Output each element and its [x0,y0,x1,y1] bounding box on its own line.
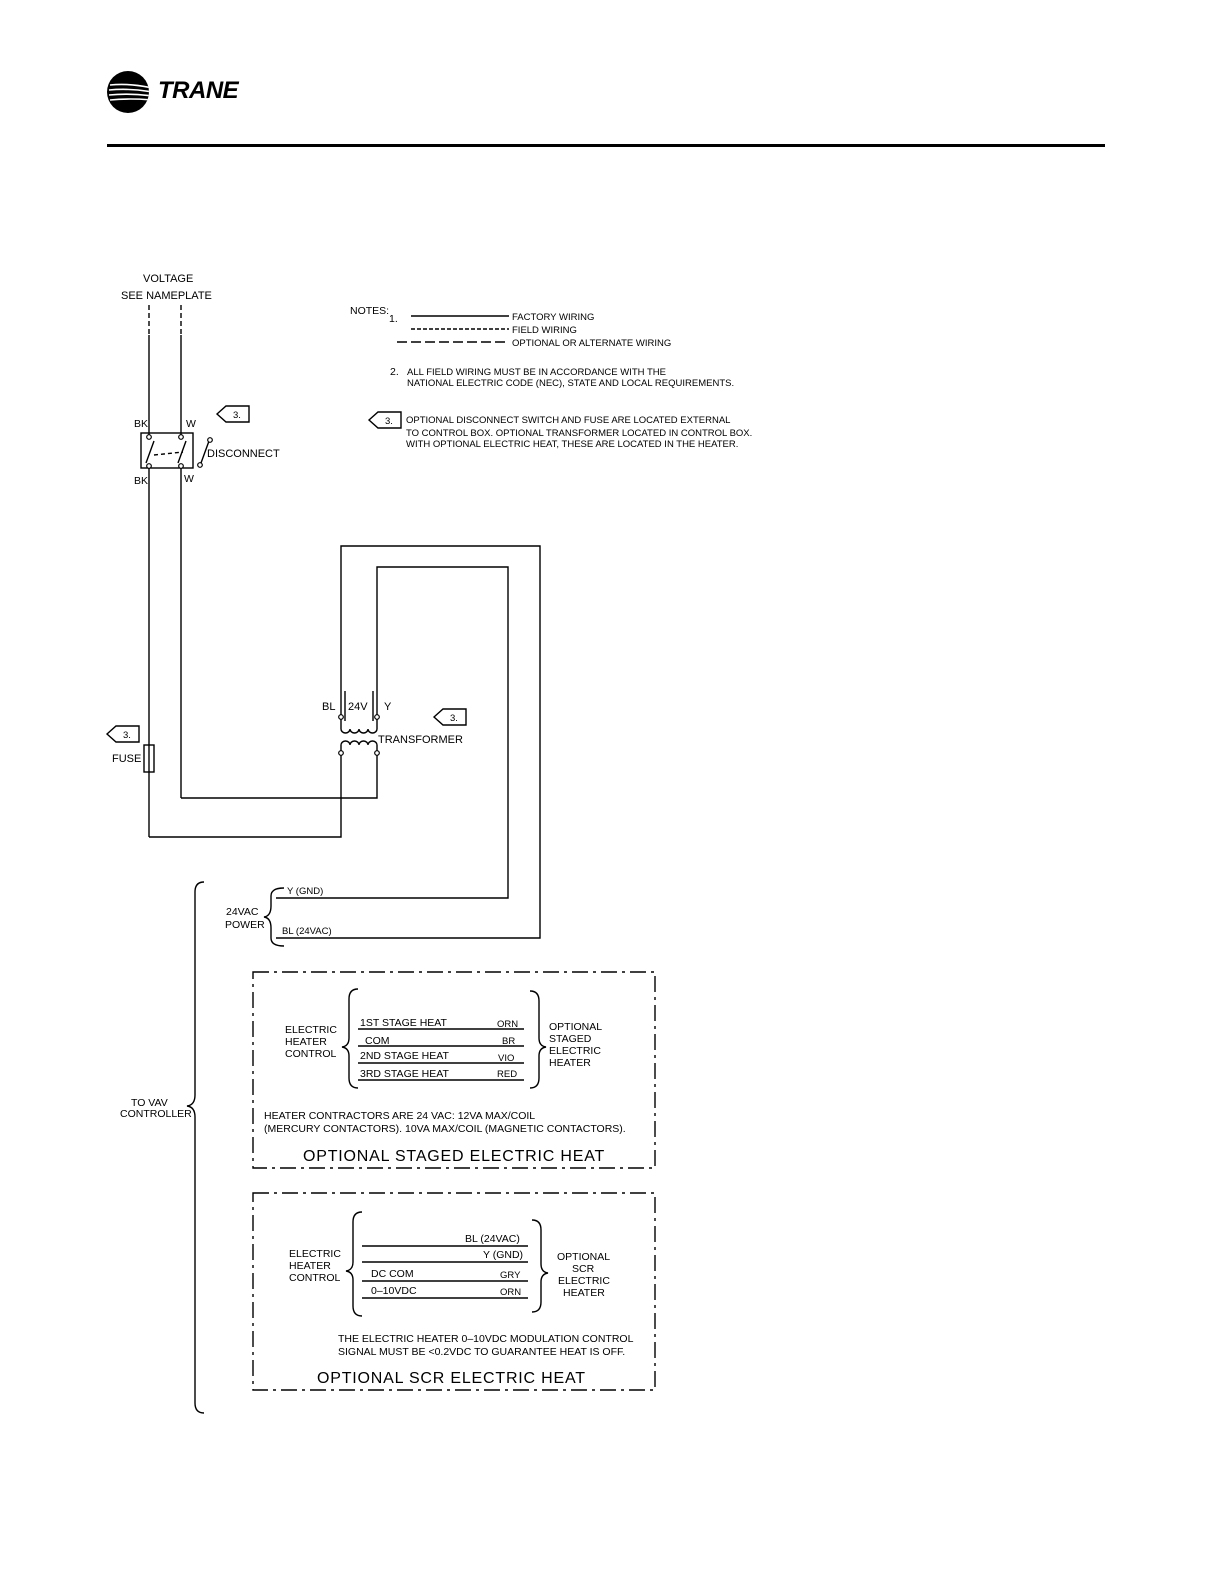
staged-row-code: BR [502,1036,515,1047]
note-tag-icon [105,725,140,743]
disconnect-w-bottom: W [184,473,194,485]
staged-right-1: OPTIONAL [549,1021,602,1033]
scr-heat-box [252,1192,656,1391]
disconnect-label: DISCONNECT [207,448,280,460]
scr-left-3: CONTROL [289,1272,340,1284]
wire-bl-24vac [276,545,541,939]
notes-heading: NOTES: [350,305,389,317]
scr-row-code: ORN [500,1287,521,1298]
staged-note-1: HEATER CONTRACTORS ARE 24 VAC: 12VA MAX/… [264,1110,535,1122]
scr-right-4: HEATER [563,1287,605,1299]
scr-row-label: 0–10VDC [371,1285,417,1297]
power-wire-y: Y (GND) [287,886,323,897]
scr-left-2: HEATER [289,1260,331,1272]
supply-label-1: VOLTAGE [143,273,193,285]
note-tag-label: 3. [233,410,241,421]
staged-row-code: VIO [498,1053,514,1064]
scr-right-1: OPTIONAL [557,1251,610,1263]
transformer-bl: BL [322,701,335,713]
page-header: TRANE [0,0,1224,160]
scr-note-2: SIGNAL MUST BE <0.2VDC TO GUARANTEE HEAT… [338,1346,625,1358]
note-tag-label: 3. [123,730,131,741]
scr-row-code: GRY [500,1270,521,1281]
legend-field: FIELD WIRING [512,325,577,336]
power-label-2: POWER [225,919,265,931]
disconnect-w-top: W [186,418,196,430]
scr-right-3: ELECTRIC [558,1275,610,1287]
note-2-line-1: ALL FIELD WIRING MUST BE IN ACCORDANCE W… [407,367,666,378]
note-3-line-3: WITH OPTIONAL ELECTRIC HEAT, THESE ARE L… [406,439,738,450]
note-tag-label: 3. [385,416,393,427]
note-tag-icon [432,708,467,726]
transformer-y: Y [384,701,392,713]
disconnect-switch [140,432,194,469]
disconnect-bk-top: BK [134,418,148,430]
brand-name: TRANE [158,77,239,104]
staged-note-2: (MERCURY CONTACTORS). 10VA MAX/COIL (MAG… [264,1123,626,1135]
note-2-line-2: NATIONAL ELECTRIC CODE (NEC), STATE AND … [407,378,734,389]
staged-title: OPTIONAL STAGED ELECTRIC HEAT [303,1148,605,1165]
supply-label-2: SEE NAMEPLATE [121,290,212,302]
header-rule [107,144,1105,147]
note-tag-icon [367,411,402,429]
wire-y-gnd [276,566,509,899]
transformer-label: TRANSFORMER [378,734,463,746]
staged-right-4: HEATER [549,1057,591,1069]
transformer [340,691,378,753]
staged-right-2: STAGED [549,1033,592,1045]
staged-row-label: 3RD STAGE HEAT [360,1068,449,1080]
power-wire-bl: BL (24VAC) [282,926,332,937]
trane-logo-icon [107,71,149,113]
staged-row-label: 1ST STAGE HEAT [360,1017,448,1029]
scr-right-2: SCR [572,1263,595,1275]
vav-label-1: TO VAV [131,1097,168,1109]
legend-optional: OPTIONAL OR ALTERNATE WIRING [512,338,671,349]
staged-left-1: ELECTRIC [285,1024,337,1036]
fuse-label: FUSE [112,753,141,765]
vav-label-2: CONTROLLER [120,1108,192,1120]
scr-title: OPTIONAL SCR ELECTRIC HEAT [317,1370,586,1387]
staged-row-label: 2ND STAGE HEAT [360,1050,449,1062]
note-tag-icon [215,405,250,423]
disconnect-bk-bottom: BK [134,475,148,487]
staged-row-code: RED [497,1069,517,1080]
note-3-line-1: OPTIONAL DISCONNECT SWITCH AND FUSE ARE … [406,415,730,426]
staged-left-2: HEATER [285,1036,327,1048]
note-3-line-2: TO CONTROL BOX. OPTIONAL TRANSFORMER LOC… [406,428,752,439]
terminals [146,434,380,756]
staged-right-3: ELECTRIC [549,1045,601,1057]
scr-row-label: DC COM [371,1268,414,1280]
note-2-num: 2. [390,366,399,378]
power-label-1: 24VAC [226,906,259,918]
scr-row-code: Y (GND) [483,1249,523,1261]
transformer-24v: 24V [348,701,368,713]
staged-row-code: ORN [497,1019,518,1030]
scr-note-1: THE ELECTRIC HEATER 0–10VDC MODULATION C… [338,1333,634,1345]
staged-row-label: COM [365,1035,390,1047]
scr-left-1: ELECTRIC [289,1248,341,1260]
staged-heat-box [252,971,656,1169]
scr-row-code: BL (24VAC) [465,1233,520,1245]
staged-left-3: CONTROL [285,1048,336,1060]
note-1-num: 1. [389,313,398,325]
legend-factory: FACTORY WIRING [512,312,594,323]
note-tag-label: 3. [450,713,458,724]
